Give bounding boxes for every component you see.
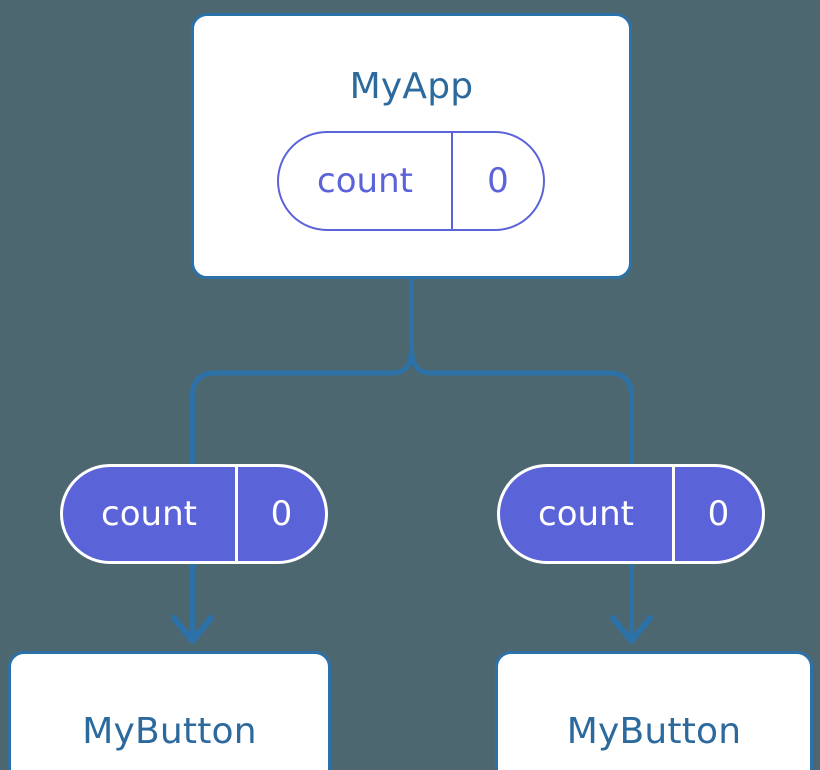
state-pill-right[interactable]: count 0 xyxy=(497,464,765,564)
state-name-right: count xyxy=(538,494,634,534)
state-value-root: 0 xyxy=(451,133,543,229)
connector-branch-left xyxy=(190,346,414,470)
component-box-mybutton-left[interactable]: MyButton xyxy=(8,651,331,770)
arrowhead-right-icon xyxy=(610,615,653,644)
component-label-mybutton-right: MyButton xyxy=(566,710,742,752)
component-label-mybutton-left: MyButton xyxy=(82,710,257,752)
component-label-myapp: MyApp xyxy=(349,66,474,107)
state-name-root: count xyxy=(317,161,413,201)
state-pill-root[interactable]: count 0 xyxy=(277,131,545,231)
state-name-left: count xyxy=(101,494,197,534)
state-pill-left[interactable]: count 0 xyxy=(60,464,328,564)
state-value-left: 0 xyxy=(235,467,325,561)
component-box-mybutton-right[interactable]: MyButton xyxy=(495,651,813,770)
state-value-right: 0 xyxy=(672,467,762,561)
connector-branch-right xyxy=(409,346,634,470)
arrowhead-left-icon xyxy=(171,615,214,644)
